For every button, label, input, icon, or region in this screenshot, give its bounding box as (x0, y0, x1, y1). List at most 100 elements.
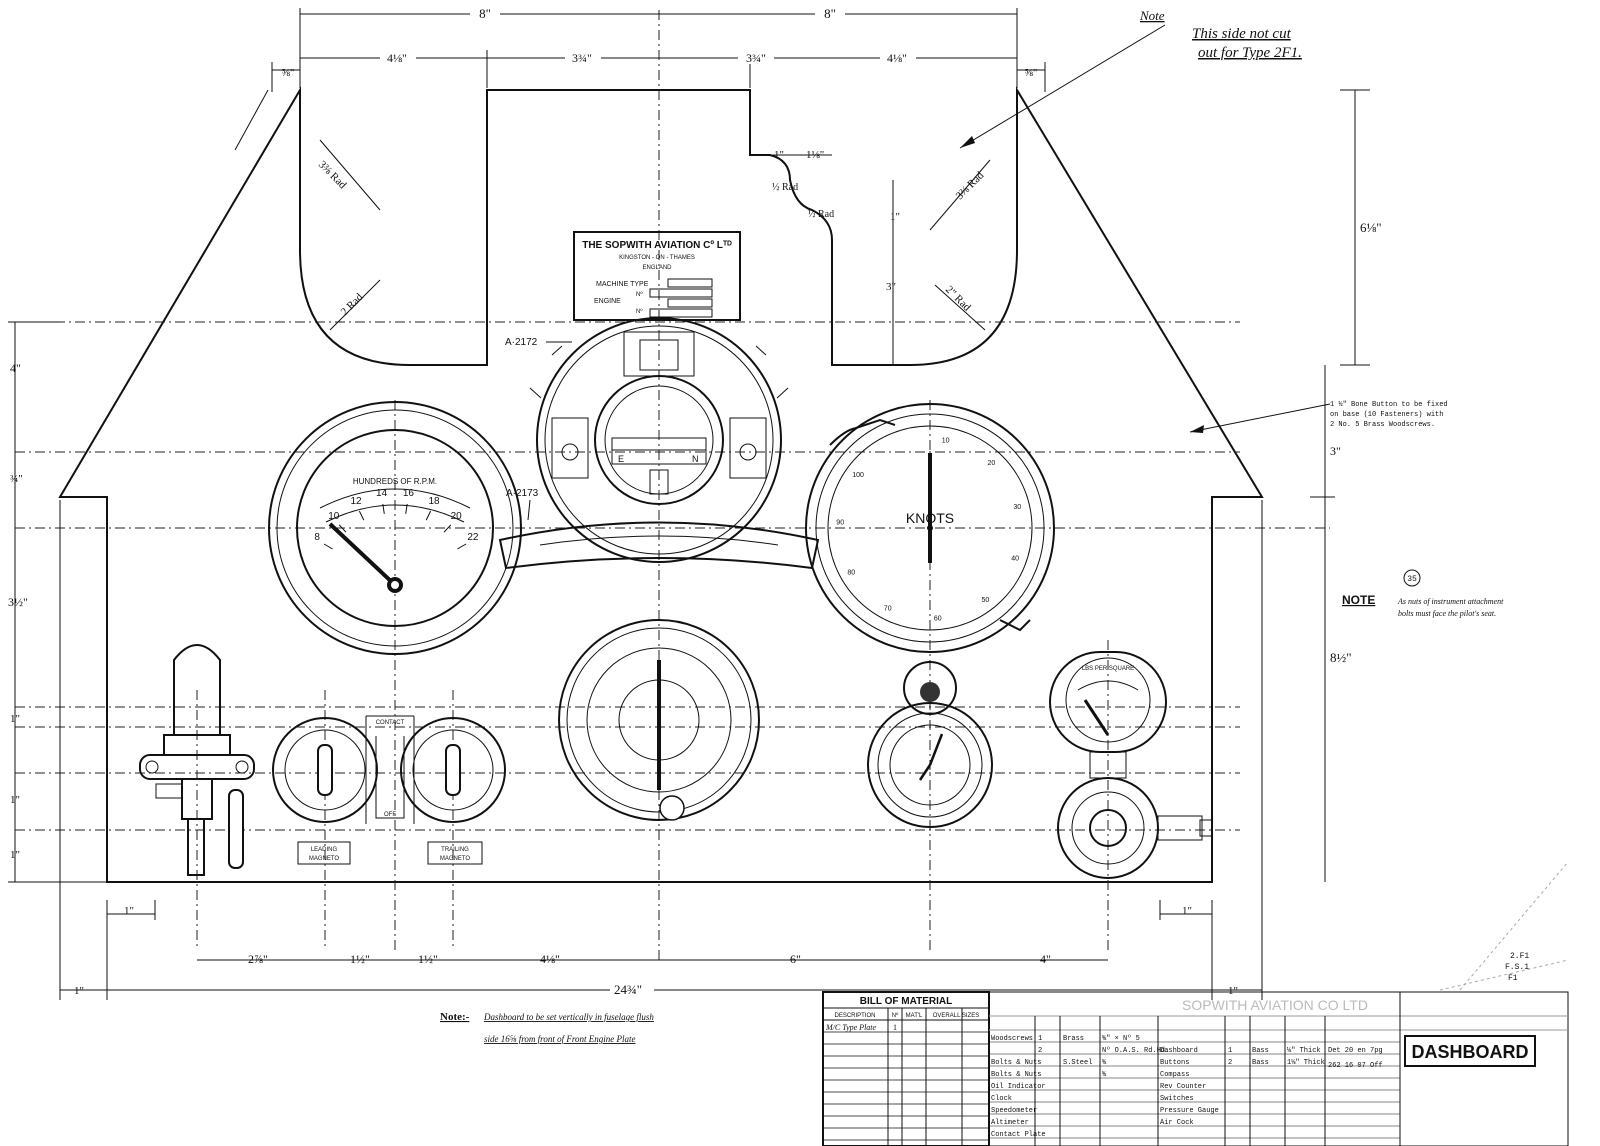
type-3: F1 (1508, 974, 1518, 983)
dim-step-a: 1" (774, 149, 784, 161)
type-1: 2.F1 (1510, 952, 1529, 961)
dim-left-1c: 1" (10, 849, 20, 861)
side-note-badge: 35 (1407, 575, 1417, 584)
dim-top-right-half: 8" (824, 6, 836, 21)
dim-top-s4: 4⅛" (887, 51, 907, 65)
dim-bottom-112a: 1½" (350, 952, 370, 966)
bom-col3-no: 2 (1228, 1059, 1232, 1067)
ref-1: Det 20 en 7pg (1328, 1047, 1383, 1055)
dim-center-3: 3" (886, 281, 896, 293)
bom-col3-item: Rev Counter (1160, 1083, 1206, 1091)
magneto-contact: CONTACT (376, 720, 405, 726)
bom-col2-matl: Brass (1063, 1035, 1084, 1043)
dim-corner-left: ⅝" (282, 67, 295, 79)
bottom-note-line1: Dashboard to be set vertically in fusela… (483, 1012, 654, 1022)
bom-col2-item: Contact Plate (991, 1131, 1046, 1139)
ref-2: 262 16 07 Off (1328, 1062, 1383, 1070)
compass-e: E (618, 454, 624, 464)
dim-bottom-total: 24¾" (614, 982, 642, 997)
airspeed-tick-label: 50 (982, 597, 990, 604)
plate-no: Nº (636, 291, 643, 298)
side-note-label: NOTE (1342, 593, 1375, 607)
dim-right-8: 8½" (1330, 650, 1352, 665)
rpm-tick-mark (405, 503, 408, 514)
bom-col2-item: Altimeter (991, 1119, 1029, 1127)
rpm-tick-mark (425, 510, 432, 521)
airspeed-tick-label: 70 (884, 606, 892, 613)
bom-col2-size: ⅝ (1102, 1059, 1107, 1067)
button-note: 1 ½" Bone Button to be fixed on base (10… (1189, 400, 1448, 433)
bom-col2-item: Clock (991, 1095, 1012, 1103)
rpm-tick-label: 8 (314, 532, 320, 543)
bottom-note-line2: side 16⅝ from front of Front Engine Plat… (484, 1034, 636, 1044)
bom-col2-item: Woodscrews (991, 1035, 1033, 1043)
top-note: Note This side not cut out for Type 2F1. (959, 8, 1302, 149)
bom-col3-item: Switches (1160, 1095, 1194, 1103)
pressure-gauge: LBS PER SQUARE (1049, 651, 1213, 879)
bom-col3-item: Pressure Gauge (1160, 1107, 1219, 1115)
bom-col2-size: Nº O.A.S. Rd.Hd. (1102, 1047, 1169, 1055)
rpm-tick-label: 10 (328, 511, 340, 522)
bill-of-material: BILL OF MATERIAL DESCRIPTION Nº MAT'L OV… (822, 861, 1569, 1146)
airspeed-tick-label: 40 (1011, 555, 1019, 562)
dim-left-1a: 1" (10, 713, 20, 725)
side-note: 35 NOTE As nuts of instrument attachment… (1342, 569, 1504, 618)
airspeed-tick-label: 60 (934, 616, 942, 623)
dim-center-small: 1" (890, 211, 900, 223)
rpm-tick-mark (323, 543, 333, 550)
bottom-note-label: Note:- (440, 1011, 470, 1023)
bom-col3-matl: Bass (1252, 1059, 1269, 1067)
bom-header-matl: MAT'L (906, 1013, 923, 1019)
top-note-line1: This side not cut (1192, 26, 1292, 42)
bom-col2-item: Oil Indicator (991, 1083, 1046, 1091)
rpm-tick-label: 22 (467, 532, 479, 543)
bom-col3-no: 1 (1228, 1047, 1232, 1055)
rad-step1: ½ Rad (772, 182, 798, 193)
dim-corner-right: ⅝" (1025, 67, 1038, 79)
dim-right-3: 3" (1330, 444, 1341, 458)
bom-col2-no: 2 (1038, 1047, 1042, 1055)
dim-bottom-edge-l: 1" (74, 985, 84, 997)
rpm-tick-label: 16 (403, 488, 415, 499)
airspeed-tick-label: 20 (988, 460, 996, 467)
bom-header-desc: DESCRIPTION (834, 1013, 875, 1019)
rpm-tick-label: 12 (350, 496, 362, 507)
dim-left-4: 4" (10, 361, 21, 375)
side-note-line2: bolts must face the pilot's seat. (1398, 609, 1496, 618)
note-label: Note (1139, 8, 1165, 23)
dim-left-312: 3½" (8, 595, 28, 609)
drawing-title: DASHBOARD (1412, 1042, 1529, 1062)
dim-bottom-4: 4" (1040, 952, 1051, 966)
bom-col2-size: ⅝ (1102, 1071, 1107, 1079)
button-note-line1: 1 ½" Bone Button to be fixed (1330, 400, 1448, 409)
dim-top-left-half: 8" (479, 6, 491, 21)
plate-line2: KINGSTON - ON - THAMES (619, 255, 695, 261)
button-note-line3: 2 No. 5 Brass Woodscrews. (1330, 421, 1435, 429)
airspeed-tick-label: 100 (852, 472, 864, 479)
dim-bottom-1a: 1" (124, 905, 134, 917)
bom-grid (823, 1031, 1400, 1141)
dim-bottom-278: 2⅞" (248, 952, 268, 966)
bom-col3-size: 1⅛" Thick (1287, 1059, 1325, 1067)
rad-step2: ½ Rad (808, 209, 834, 220)
plate-line1: THE SOPWITH AVIATION Cº Lᵀᴰ (582, 240, 732, 251)
bom-col2-no: 1 (1038, 1035, 1042, 1043)
bom-col3-item: Buttons (1160, 1059, 1189, 1067)
bom-col3-item: Air Cock (1160, 1119, 1194, 1127)
dim-top-s1: 4⅛" (387, 51, 407, 65)
dim-top-s3: 3¾" (746, 51, 766, 65)
plate-no2: Nº (636, 308, 643, 315)
rpm-title: HUNDREDS OF R.P.M. (353, 477, 437, 486)
dim-bottom-1b: 1" (1182, 905, 1192, 917)
callout-a2173: A·2173 (506, 488, 539, 499)
plate-machine-type: MACHINE TYPE (596, 281, 649, 288)
bom-col2-item: Speedometer (991, 1107, 1037, 1115)
top-note-line2: out for Type 2F1. (1198, 45, 1302, 61)
magneto-switches: CONTACT OFF LEADING MAGNETO TRAILING MAG… (272, 715, 506, 865)
rad-right-bottom: 2" Rad (943, 284, 973, 314)
